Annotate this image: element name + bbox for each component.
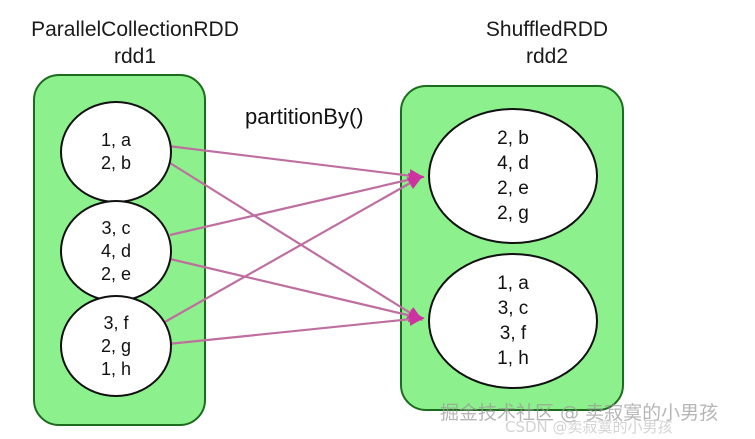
pair-item: 1, a [497,273,529,294]
pair-item: 2, g [100,335,132,356]
watermark-primary: 掘金技术社区 @ 卖寂寞的小男孩 [440,402,719,424]
watermark-secondary: CSDN @卖寂寞的小男孩 [505,418,673,436]
partition-by-label: partitionBy() [245,104,364,129]
left-rdd-title: ParallelCollectionRDD rdd1 [10,16,260,70]
right-rdd-title-text: ShuffledRDD [485,18,609,41]
pair-item: 3, c [497,298,529,319]
left-rdd-title-text: ParallelCollectionRDD [31,18,239,41]
pair-item: 2, g [497,203,529,224]
pair-item: 2, e [100,263,132,284]
left-partition-0: 1, a 2, b [60,101,172,203]
pair-item: 3, f [499,323,527,344]
edge-1 [169,162,423,321]
pair-item: 1, h [497,348,529,369]
pair-item: 1, h [100,358,132,379]
pair-item: 2, b [100,153,132,173]
pair-item: 3, f [103,312,129,333]
edge-2 [169,173,425,237]
right-rdd-title: ShuffledRDD rdd2 [437,16,657,70]
right-rdd-subtitle: rdd2 [525,45,569,68]
pair-item: 1, a [100,130,132,150]
pair-item: 3, c [101,217,131,238]
pair-item: 4, d [100,240,132,261]
right-partition-1: 1, a 3, c 3, f 1, h [428,253,598,389]
edge-3 [169,257,425,322]
pair-item: 2, b [497,128,529,149]
left-rdd-subtitle: rdd1 [113,45,157,68]
pair-item: 4, d [497,153,529,174]
pair-item: 2, e [497,178,529,199]
right-partition-0: 2, b 4, d 2, e 2, g [428,108,598,244]
